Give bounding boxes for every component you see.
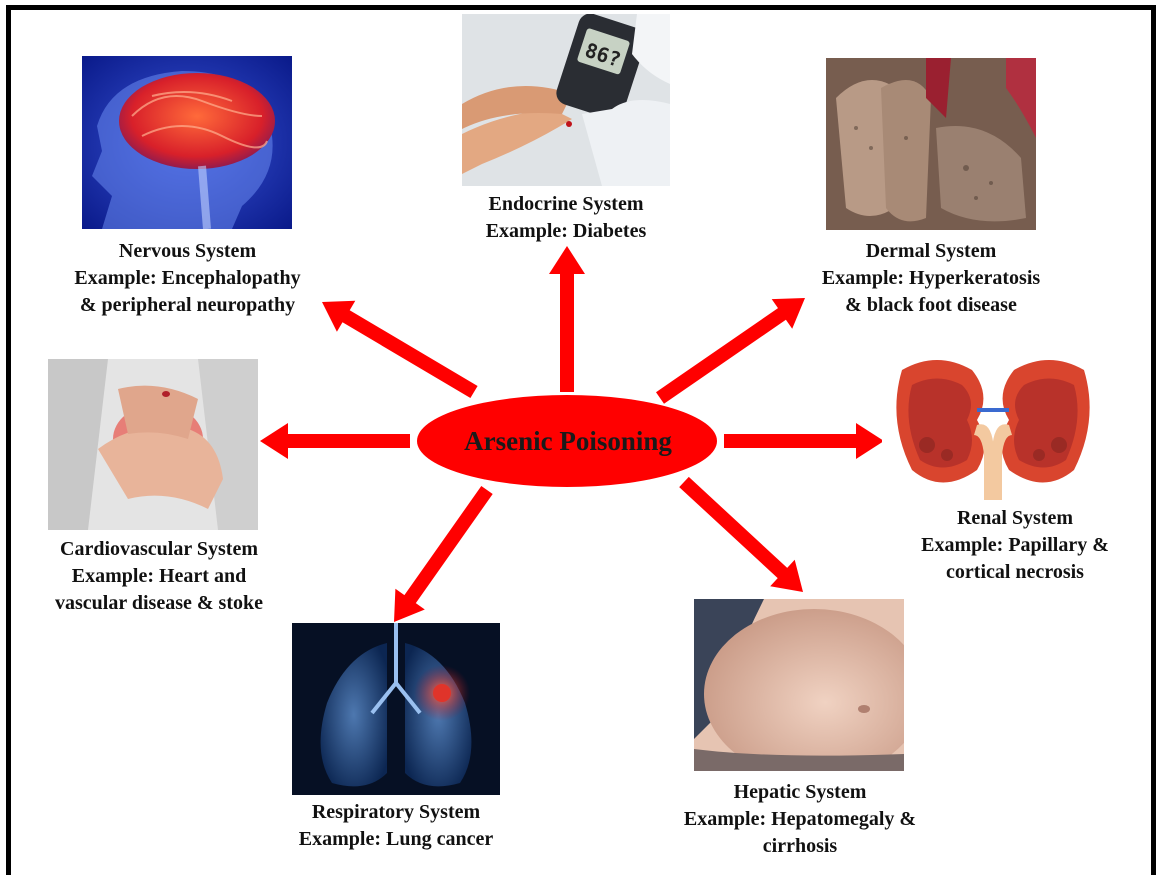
dermal-example: Example: Hyperkeratosis: [795, 265, 1067, 292]
arrow-to-respiratory: [394, 486, 493, 622]
renal-example-cont: cortical necrosis: [890, 559, 1140, 586]
glucose-meter-image: 86?: [462, 14, 670, 186]
center-label: Arsenic Poisoning: [418, 396, 718, 486]
hepatic-example: Example: Hepatomegaly &: [655, 806, 945, 833]
lung-image: [292, 623, 500, 795]
renal-caption: Renal System Example: Papillary & cortic…: [890, 505, 1140, 586]
respiratory-example: Example: Lung cancer: [270, 826, 522, 853]
dermal-title: Dermal System: [795, 238, 1067, 265]
abdomen-image: [694, 599, 904, 771]
skin-lesion-image: [826, 58, 1036, 230]
respiratory-title: Respiratory System: [270, 799, 522, 826]
arrow-to-cardiovascular: [260, 423, 410, 459]
hepatic-caption: Hepatic System Example: Hepatomegaly & c…: [655, 779, 945, 860]
dermal-example-cont: & black foot disease: [795, 292, 1067, 319]
cardiovascular-example-cont: vascular disease & stoke: [34, 590, 284, 617]
kidney-left: [896, 360, 984, 483]
endocrine-example: Example: Diabetes: [450, 218, 682, 245]
endocrine-title: Endocrine System: [450, 191, 682, 218]
kidney-right: [1002, 360, 1090, 483]
respiratory-caption: Respiratory System Example: Lung cancer: [270, 799, 522, 853]
arrow-to-renal: [724, 423, 884, 459]
nervous-caption: Nervous System Example: Encephalopathy &…: [50, 238, 325, 319]
renal-example: Example: Papillary &: [890, 532, 1140, 559]
chest-pain-image: [48, 359, 258, 530]
nervous-example: Example: Encephalopathy: [50, 265, 325, 292]
kidney-image: [882, 350, 1104, 505]
arrow-to-hepatic: [679, 477, 803, 592]
arrow-to-endocrine: [549, 246, 585, 392]
cardiovascular-example: Example: Heart and: [34, 563, 284, 590]
renal-title: Renal System: [890, 505, 1140, 532]
endocrine-caption: Endocrine System Example: Diabetes: [450, 191, 682, 245]
hepatic-example-cont: cirrhosis: [655, 833, 945, 860]
nervous-example-cont: & peripheral neuropathy: [50, 292, 325, 319]
nervous-title: Nervous System: [50, 238, 325, 265]
arrow-to-dermal: [656, 298, 805, 404]
dermal-caption: Dermal System Example: Hyperkeratosis & …: [795, 238, 1067, 319]
arrow-to-nervous: [322, 301, 478, 398]
hepatic-title: Hepatic System: [655, 779, 945, 806]
cardiovascular-caption: Cardiovascular System Example: Heart and…: [34, 536, 284, 617]
brain-image: [82, 56, 292, 229]
cardiovascular-title: Cardiovascular System: [34, 536, 284, 563]
